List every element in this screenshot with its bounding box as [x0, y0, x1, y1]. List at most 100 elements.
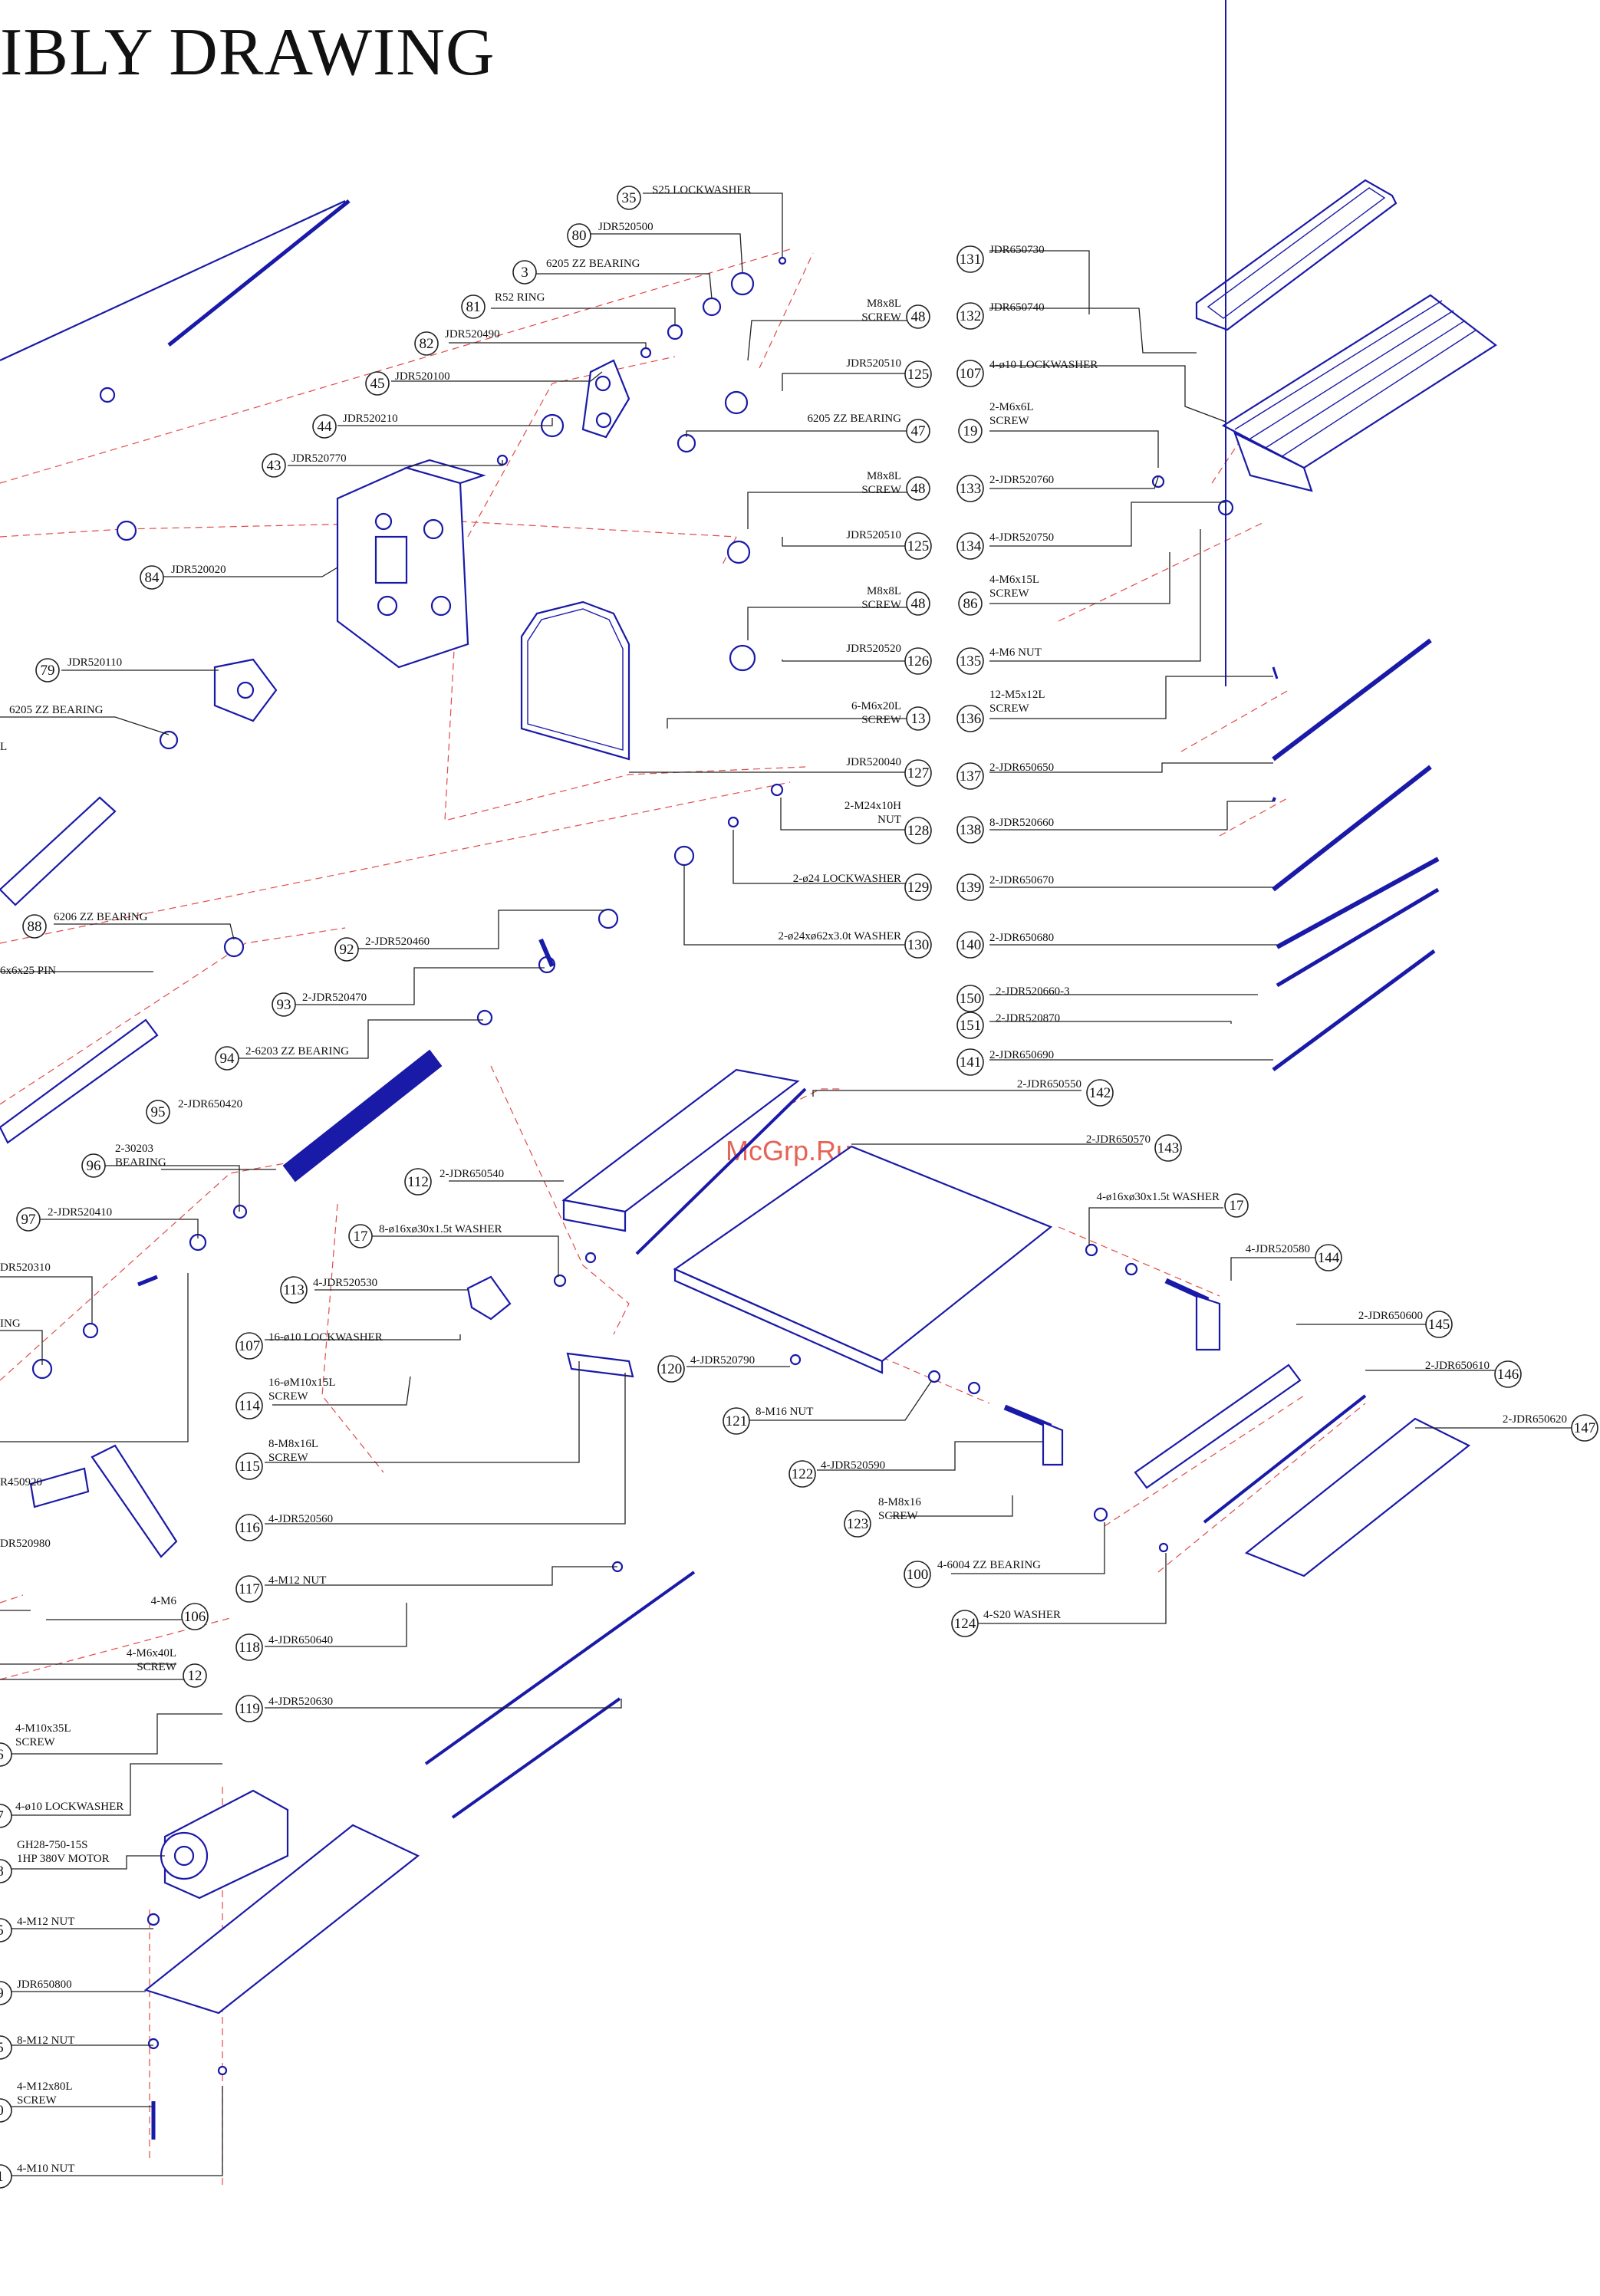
- callout-number: 80: [572, 228, 587, 244]
- callout-circle: [904, 817, 932, 844]
- callout-number: 82: [420, 336, 434, 352]
- callout-label: SCREW: [15, 1736, 56, 1748]
- callout-number: 137: [960, 768, 982, 785]
- callout-number: 134: [960, 538, 982, 554]
- callout-number: 0: [0, 2103, 4, 2119]
- callout-label: 6205 ZZ BEARING: [9, 704, 104, 716]
- callout-circle: [956, 985, 984, 1012]
- callout-circle: [0, 1804, 12, 1828]
- callout-circle: [0, 1859, 12, 1883]
- callout-label-10: 6205 ZZ BEARING: [9, 704, 104, 716]
- callout-circle: [906, 706, 930, 731]
- callout-number: 113: [283, 1282, 305, 1298]
- callout-label: M8x8L: [867, 298, 901, 310]
- callout-label: 4-M6: [151, 1595, 177, 1607]
- callout-circle: [414, 331, 439, 356]
- callout-number: 5: [0, 1923, 4, 1939]
- callout-label: 4-ø16xø30x1.5t WASHER: [1096, 1191, 1220, 1203]
- callout-number: 95: [151, 1104, 166, 1120]
- callout-label: SCREW: [137, 1661, 177, 1673]
- callout-label: SCREW: [861, 714, 902, 726]
- callout-number: 17: [1230, 1198, 1244, 1214]
- callout-label: SCREW: [268, 1390, 309, 1403]
- callout-number: 145: [1428, 1317, 1450, 1333]
- callout-label: JDR520040: [846, 756, 901, 768]
- callout-number: 121: [726, 1413, 748, 1429]
- callout-label: 4-6004 ZZ BEARING: [937, 1559, 1041, 1571]
- callout-number: 120: [660, 1361, 683, 1377]
- callout-circle: [0, 1918, 12, 1942]
- callout-label: 2-JDR520460: [365, 936, 430, 948]
- callout-label: SCREW: [878, 1510, 919, 1522]
- callout-label: 4-ø10 LOCKWASHER: [15, 1801, 123, 1813]
- callout-label: 2-6203 ZZ BEARING: [245, 1045, 349, 1058]
- callout-circle: [904, 1561, 931, 1588]
- callout-circle: [140, 565, 164, 590]
- callout-number: 84: [145, 570, 160, 586]
- callout-label: 4-JDR520590: [821, 1459, 885, 1472]
- callout-circle: [956, 1011, 984, 1039]
- callout-circle: [844, 1510, 871, 1538]
- callout-number: 48: [911, 596, 926, 612]
- callout-circle: [22, 914, 47, 939]
- callout-circle: [35, 658, 60, 683]
- callout-label-32: DR520310: [0, 1261, 51, 1274]
- callout-label: 4-ø10 LOCKWASHER: [989, 359, 1098, 371]
- callout-number: 9: [0, 1985, 4, 2002]
- callout-circle: [956, 1048, 984, 1076]
- callout-label: 8-M12 NUT: [17, 2034, 74, 2047]
- callout-label: JDR520020: [171, 564, 226, 576]
- callout-circle: [181, 1603, 209, 1630]
- callout-label: JDR520510: [846, 529, 901, 541]
- callout-label: 4-M10 NUT: [17, 2163, 74, 2175]
- callout-label: 2-JDR650610: [1425, 1360, 1490, 1372]
- callout-label: SCREW: [268, 1452, 309, 1464]
- callout-circle: [904, 360, 932, 388]
- callout-number: 139: [960, 880, 982, 896]
- callout-17-54: 17 4-ø16xø30x1.5t WASHER: [1096, 1191, 1249, 1218]
- callout-number: 106: [184, 1609, 206, 1625]
- callout-circle: [272, 992, 296, 1017]
- callout-circle: [0, 1742, 12, 1767]
- callout-number: 142: [1089, 1085, 1111, 1101]
- callout-circle: [956, 302, 984, 330]
- callout-label-70: R450920: [0, 1476, 42, 1488]
- callout-circle: [958, 591, 983, 616]
- callout-106-72: 106 4-M6: [151, 1595, 209, 1630]
- callout-circle: [906, 419, 930, 443]
- callout-label-25: 6x6x25 PIN: [0, 965, 56, 977]
- callout-label: JDR520100: [395, 370, 450, 383]
- callout-circle: [235, 1575, 263, 1603]
- callout-circle: [1315, 1244, 1342, 1271]
- callout-label: 6x6x25 PIN: [0, 965, 56, 977]
- callout-number: 1: [0, 2169, 4, 2185]
- callout-number: 114: [239, 1398, 260, 1414]
- callout-label: 1HP 380V MOTOR: [17, 1853, 110, 1865]
- callout-number: 132: [960, 308, 982, 324]
- callout-circle: [956, 475, 984, 502]
- callout-number: 150: [960, 991, 982, 1007]
- callout-5-80: 54-M12 NUT: [0, 1916, 74, 1942]
- callout-circle: [183, 1663, 207, 1688]
